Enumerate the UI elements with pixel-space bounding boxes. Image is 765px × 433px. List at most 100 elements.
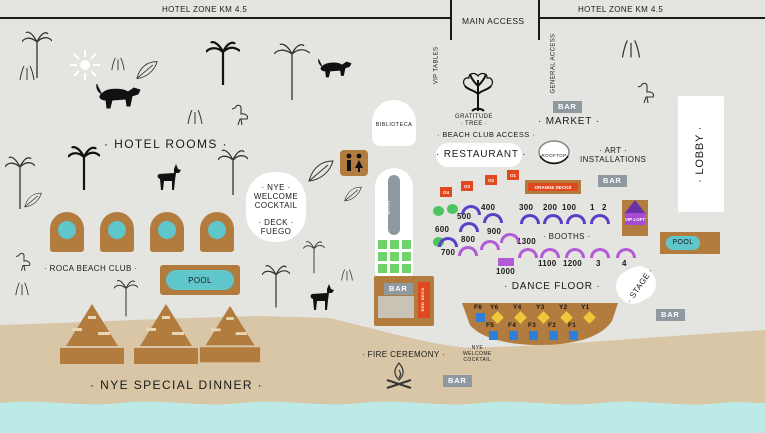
booth bbox=[500, 233, 520, 243]
booth-number: 500 bbox=[457, 212, 472, 221]
booth bbox=[459, 222, 479, 232]
leaf-icon bbox=[136, 61, 158, 79]
grass-tuft-icon bbox=[187, 110, 203, 124]
stage-spot-blue bbox=[529, 331, 538, 340]
bird-icon bbox=[16, 252, 31, 271]
booth-number: 1100 bbox=[538, 259, 557, 268]
restaurant-label: · RESTAURANT · bbox=[436, 149, 527, 160]
booth bbox=[518, 248, 538, 258]
nye-welcome-cocktail-left-label: · NYE · WELCOME COCKTAIL bbox=[253, 183, 299, 211]
stage-spot-label: F3 bbox=[528, 322, 537, 329]
gratitude-tree-label: GRATITUDE · TREE · bbox=[455, 114, 493, 127]
stage-spot-label: F6 bbox=[474, 304, 483, 311]
booth-number: 1300 bbox=[517, 237, 536, 246]
booth bbox=[590, 214, 610, 224]
stage-spot-label: Y4 bbox=[513, 304, 522, 311]
road-label-left: HOTEL ZONE KM 4.5 bbox=[162, 5, 248, 14]
deck-o2-label: O2 bbox=[487, 178, 494, 183]
booth-1000-block bbox=[498, 258, 514, 266]
stage-spot-label: F4 bbox=[508, 322, 517, 329]
bird-icon bbox=[638, 82, 655, 104]
nye-welcome-cocktail-left bbox=[246, 172, 306, 242]
nye-welcome-cocktail-right-label: · NYE · WELCOME COCKTAIL bbox=[463, 345, 492, 363]
bird-icon bbox=[232, 104, 249, 126]
top-road-left bbox=[0, 17, 450, 19]
booth bbox=[483, 213, 503, 223]
pool-right-label: POOL bbox=[672, 239, 694, 246]
booth-green bbox=[433, 206, 444, 216]
booth-number: 4 bbox=[622, 259, 627, 268]
animal-icon bbox=[96, 83, 141, 109]
grass-tuft-icon bbox=[19, 66, 35, 80]
booth bbox=[520, 214, 540, 224]
rooftop-building bbox=[538, 140, 570, 165]
stage-spot-blue bbox=[549, 331, 558, 340]
booth bbox=[458, 246, 478, 256]
leaf-icon bbox=[308, 160, 334, 182]
animal-icon bbox=[318, 58, 352, 78]
deck-o4-label: O4 bbox=[442, 190, 449, 195]
stage-spot-blue bbox=[489, 331, 498, 340]
booth-number: 400 bbox=[481, 203, 496, 212]
booth-number: 900 bbox=[487, 227, 502, 236]
deck-fuego-label: · DECK · FUEGO bbox=[258, 218, 294, 237]
booth-number: 2 bbox=[602, 203, 607, 212]
roca-beach-club-label: · ROCA BEACH CLUB · bbox=[44, 264, 138, 273]
stage-spot-label: Y3 bbox=[536, 304, 545, 311]
bar-center-inner bbox=[378, 296, 414, 318]
booth-number: 3 bbox=[596, 259, 601, 268]
booth-number: 800 bbox=[461, 235, 476, 244]
deck-o3-label: O3 bbox=[463, 184, 470, 189]
rooftop-label: ROOFTOP bbox=[541, 153, 567, 158]
nye-special-dinner-label: · NYE SPECIAL DINNER · bbox=[90, 378, 264, 392]
red-deck-label: RED DECK bbox=[419, 287, 425, 312]
deck-o1-label: O1 bbox=[509, 173, 516, 178]
biblioteca-label: BIBLIOTECA bbox=[375, 122, 413, 128]
booth-number: 600 bbox=[435, 225, 450, 234]
beach-club-access-label: · BEACH CLUB ACCESS · bbox=[437, 130, 536, 139]
bar-fire-chip: BAR bbox=[443, 375, 472, 387]
room-arch bbox=[50, 212, 84, 252]
leaf-icon bbox=[344, 186, 362, 202]
animal-icon bbox=[310, 284, 334, 310]
sea-area bbox=[0, 401, 765, 433]
hotel-rooms-label: · HOTEL ROOMS · bbox=[104, 137, 228, 151]
stage-spot-label: Y1 bbox=[581, 304, 590, 311]
bar-center-building: BAR RED DECK bbox=[374, 276, 434, 326]
deck-o1 bbox=[507, 170, 519, 180]
booth bbox=[480, 240, 500, 250]
booth-green bbox=[447, 204, 458, 214]
palm-tree-icon bbox=[22, 31, 52, 78]
road-label-right: HOTEL ZONE KM 4.5 bbox=[578, 5, 664, 14]
stage-spot-blue bbox=[509, 331, 518, 340]
stage-spot-label: F5 bbox=[486, 322, 495, 329]
stage-spot-blue bbox=[569, 331, 578, 340]
grass-tuft-icon bbox=[341, 269, 353, 281]
biblioteca-building bbox=[372, 100, 416, 146]
top-road-right bbox=[540, 17, 765, 19]
pool-left: POOL bbox=[160, 265, 240, 295]
leaf-icon bbox=[24, 192, 42, 208]
palm-tree-icon bbox=[5, 156, 35, 209]
palm-tree-icon bbox=[206, 41, 240, 85]
vip-loft-block bbox=[625, 213, 645, 225]
booth-number: 100 bbox=[562, 203, 577, 212]
grass-tuft-icon bbox=[15, 282, 29, 296]
stage-spot-label: Y6 bbox=[490, 304, 499, 311]
booth-number: 300 bbox=[519, 203, 534, 212]
stage-spot-label: F2 bbox=[548, 322, 557, 329]
general-access-label: GENERAL ACCESS bbox=[550, 33, 557, 94]
lobby-label: · LOBBY · bbox=[694, 125, 707, 183]
booth bbox=[540, 248, 560, 258]
bar-vertical-label: BAR bbox=[385, 200, 392, 215]
booth-number: 1200 bbox=[563, 259, 582, 268]
restroom-icon bbox=[340, 150, 368, 176]
bar-vertical-counter bbox=[388, 175, 400, 235]
room-arch bbox=[200, 212, 234, 252]
grass-tuft-icon bbox=[621, 40, 641, 58]
booth-number: 700 bbox=[441, 248, 456, 257]
booth bbox=[565, 248, 585, 258]
art-installations-label: · ART · INSTALLATIONS bbox=[580, 146, 647, 165]
deck-o2 bbox=[485, 175, 497, 185]
red-deck bbox=[418, 282, 430, 318]
